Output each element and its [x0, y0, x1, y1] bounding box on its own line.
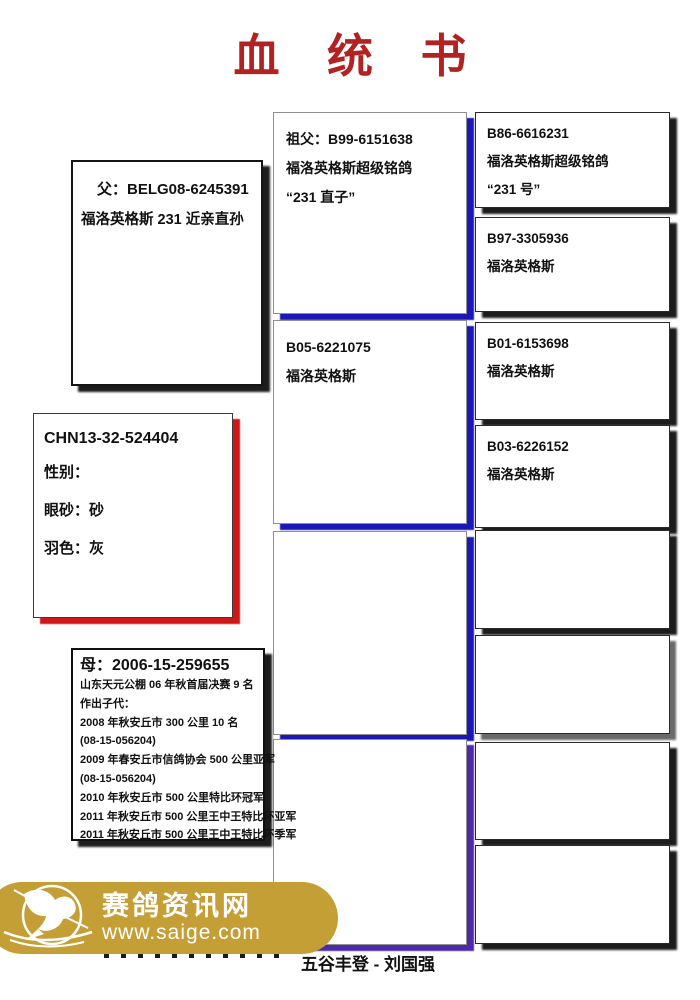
loft-owner-caption: 五谷丰登 - 刘国强 — [300, 955, 436, 974]
great-grandparent-box-4: B03-6226152 福洛英格斯 — [475, 425, 670, 528]
text-line: 福洛英格斯超级铭鸽 — [286, 160, 412, 176]
father-ring-number: 父：BELG08-6245391 — [97, 181, 249, 198]
subject-bird-box: CHN13-32-524404 性别： 眼砂：砂羽色：灰 — [33, 413, 233, 618]
page-title: 血 统 书 — [233, 31, 485, 82]
great-grandparent-box-1: B86-6616231 福洛英格斯超级铭鸽 “231 号” — [475, 112, 670, 208]
father-description: 福洛英格斯 231 近亲直孙 — [81, 212, 244, 228]
text-line: “231 直子” — [286, 189, 356, 205]
subject-attributes: 性别： 眼砂：砂羽色：灰 — [44, 454, 232, 568]
great-grandparent-box-2: B97-3305936 福洛英格斯 — [475, 217, 670, 312]
father-box: 父：BELG08-6245391 福洛英格斯 231 近亲直孙 — [71, 160, 263, 386]
mother-achievements: 山东天元公棚 06 年秋首届决赛 9 名作出子代： 2008 年秋安丘市 300 … — [80, 676, 297, 845]
text-line: 羽色：灰 — [44, 540, 105, 557]
grandfather-box: 祖父：B99-6151638 福洛英格斯超级铭鸽 “231 直子” — [273, 112, 467, 314]
dove-logo-icon — [3, 884, 93, 948]
great-grandparent-box-6 — [475, 635, 670, 734]
text-line: (08-15-056204) — [80, 772, 156, 785]
great-grandparent-box-3: B01-6153698 福洛英格斯 — [475, 322, 670, 420]
saige-watermark-badge: 赛鸽资讯网 www.saige.com — [0, 882, 338, 954]
text-line: 福洛英格斯 — [487, 467, 555, 482]
watermark-text: 赛鸽资讯网 www.saige.com — [102, 891, 261, 945]
text-line: 福洛英格斯超级铭鸽 — [487, 154, 609, 169]
great-grandparent-box-7 — [475, 742, 670, 840]
grandmother-box: B05-6221075 福洛英格斯 — [273, 320, 467, 524]
text-line: 2010 年秋安丘市 500 公里特比环冠军 — [80, 791, 264, 804]
text-line: 福洛英格斯 — [487, 364, 555, 379]
text-line: B03-6226152 — [487, 439, 569, 454]
obscured-text-marks — [104, 951, 290, 958]
text-line: B05-6221075 — [286, 339, 371, 355]
text-line: 作出子代： — [80, 697, 135, 710]
text-line: 山东天元公棚 06 年秋首届决赛 9 名 — [80, 679, 254, 691]
mother-box: 母：2006-15-259655 山东天元公棚 06 年秋首届决赛 9 名作出子… — [71, 648, 296, 841]
text-line: 福洛英格斯 — [487, 259, 555, 274]
text-line: B86-6616231 — [487, 126, 569, 141]
text-line: “231 号” — [487, 182, 541, 197]
great-grandparent-box-8 — [475, 845, 670, 944]
great-grandparent-box-5 — [475, 530, 670, 629]
watermark-site-name: 赛鸽资讯网 — [102, 891, 252, 921]
text-line: 2009 年春安丘市信鸽协会 500 公里亚军 — [80, 754, 275, 767]
text-line: 2011 年秋安丘市 500 公里王中王特比环亚军 — [80, 810, 297, 823]
text-line: 眼砂：砂 — [44, 502, 105, 519]
text-line: 2011 年秋安丘市 500 公里王中王特比环季军 — [80, 829, 297, 842]
text-line: B97-3305936 — [487, 231, 569, 246]
text-line: 祖父：B99-6151638 — [286, 131, 413, 147]
mother-ring-number: 母：2006-15-259655 — [80, 657, 230, 674]
text-line: 2008 年秋安丘市 300 公里 10 名 — [80, 716, 239, 729]
subject-ring-number: CHN13-32-524404 — [44, 430, 179, 447]
maternal-grandfather-box — [273, 531, 467, 735]
text-line: (08-15-056204) — [80, 735, 156, 748]
text-line: 福洛英格斯 — [286, 368, 356, 384]
text-line: 性别： — [44, 464, 90, 481]
text-line: B01-6153698 — [487, 336, 569, 351]
watermark-site-url: www.saige.com — [102, 921, 261, 944]
